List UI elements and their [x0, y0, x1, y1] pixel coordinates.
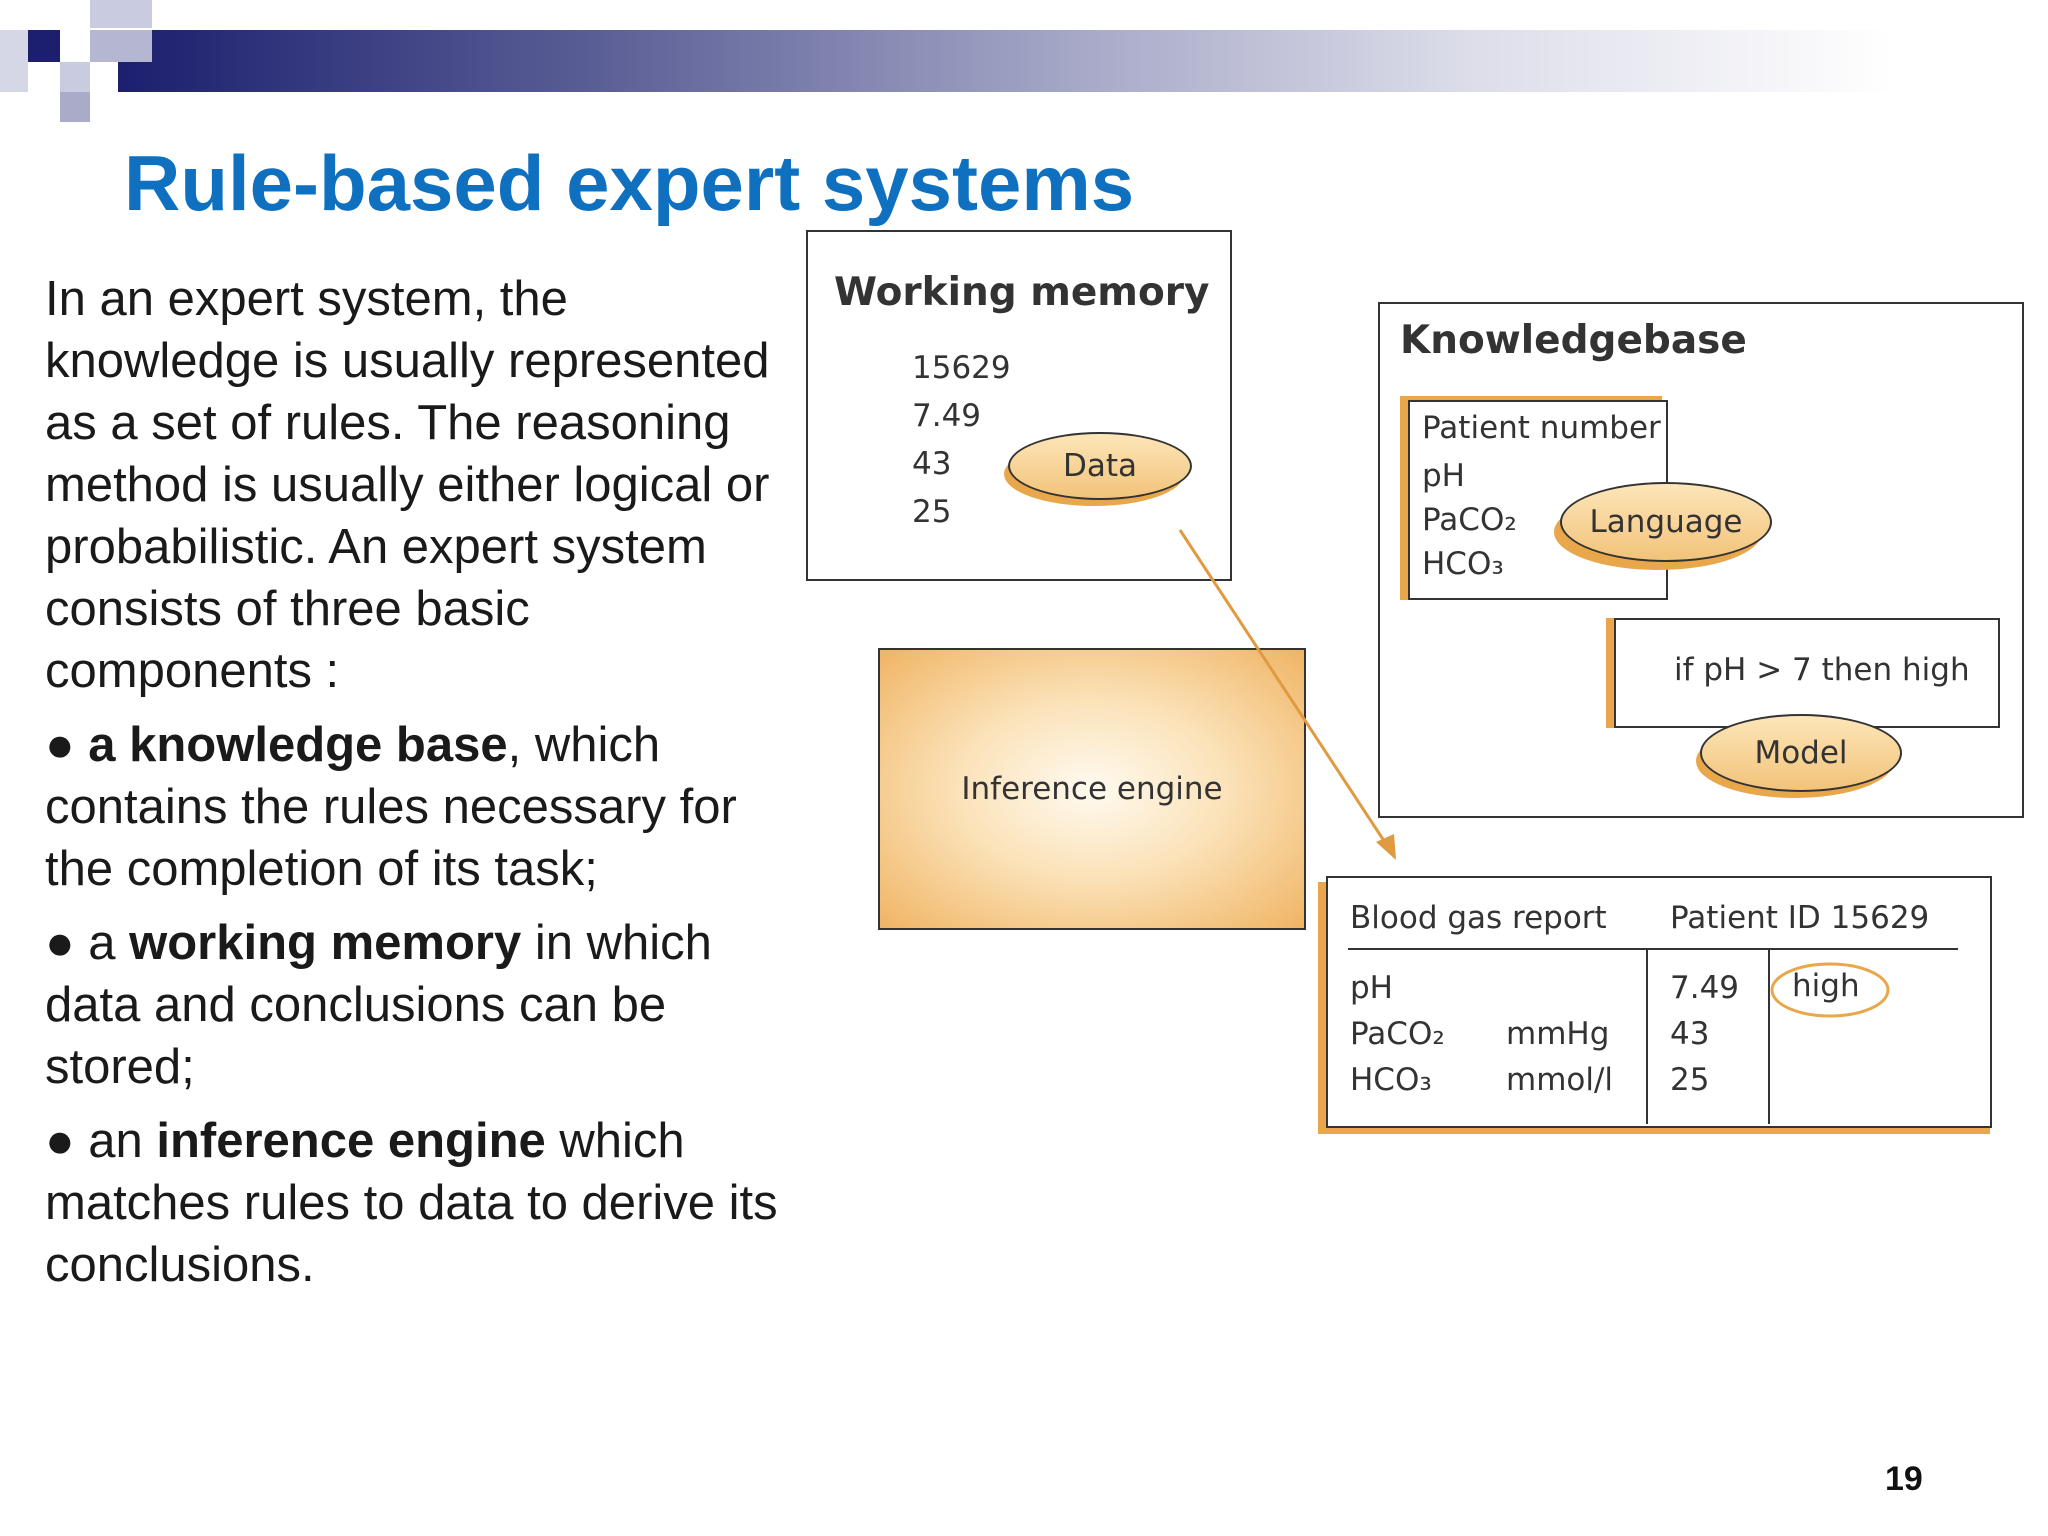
intro-paragraph: In an expert system, the knowledge is us… [45, 272, 770, 698]
page-number: 19 [1885, 1460, 1923, 1498]
report-row-value: 43 [1670, 1016, 1710, 1052]
working-memory-title: Working memory [834, 270, 1210, 315]
report-row-unit: mmHg [1506, 1016, 1610, 1052]
report-patient-id: Patient ID 15629 [1670, 900, 1930, 936]
model-oval: Model [1700, 714, 1902, 792]
blood-gas-report-box: Blood gas report Patient ID 15629 pH 7.4… [1326, 876, 1992, 1128]
report-row-value: 25 [1670, 1062, 1710, 1098]
report-row-flag: high [1792, 968, 1860, 1004]
kb-field: PaCO₂ [1422, 502, 1517, 538]
kb-field: HCO₃ [1422, 546, 1504, 582]
report-row-unit: mmol/l [1506, 1062, 1614, 1098]
inference-engine-label: Inference engine [961, 771, 1223, 807]
kb-field: pH [1422, 458, 1465, 494]
highlight-circle-icon [1770, 962, 1890, 1018]
knowledgebase-title: Knowledgebase [1400, 318, 1747, 363]
body-text: In an expert system, the knowledge is us… [45, 268, 805, 1308]
report-row-name: HCO₃ [1350, 1062, 1432, 1098]
data-oval: Data [1008, 432, 1192, 500]
wm-value: 7.49 [912, 398, 982, 434]
inference-engine-box: Inference engine [878, 648, 1306, 930]
knowledgebase-box: Knowledgebase Patient number pH PaCO₂ HC… [1378, 302, 2024, 818]
header-gradient-bar [118, 30, 2048, 92]
language-oval: Language [1560, 482, 1772, 562]
report-row-name: pH [1350, 970, 1393, 1006]
working-memory-box: Working memory 15629 7.49 43 25 Data [806, 230, 1232, 581]
bullet-inference-engine: ● an inference engine which matches rule… [45, 1114, 778, 1292]
report-divider [1768, 950, 1770, 1124]
slide-title: Rule-based expert systems [124, 139, 1135, 227]
kb-rule: if pH > 7 then high [1674, 652, 1970, 688]
report-divider [1646, 950, 1648, 1124]
kb-field: Patient number [1422, 410, 1661, 446]
bullet-knowledge-base: ● a knowledge base, which contains the r… [45, 718, 737, 896]
report-row-name: PaCO₂ [1350, 1016, 1445, 1052]
data-flow-arrow [1178, 529, 1396, 860]
bullet-working-memory: ● a working memory in which data and con… [45, 916, 712, 1094]
report-header-rule [1348, 948, 1958, 950]
wm-value: 15629 [912, 350, 1011, 386]
report-title: Blood gas report [1350, 900, 1607, 936]
report-row-value: 7.49 [1670, 970, 1740, 1006]
wm-value: 25 [912, 494, 952, 530]
wm-value: 43 [912, 446, 952, 482]
kb-rule-box: if pH > 7 then high [1614, 618, 2000, 728]
